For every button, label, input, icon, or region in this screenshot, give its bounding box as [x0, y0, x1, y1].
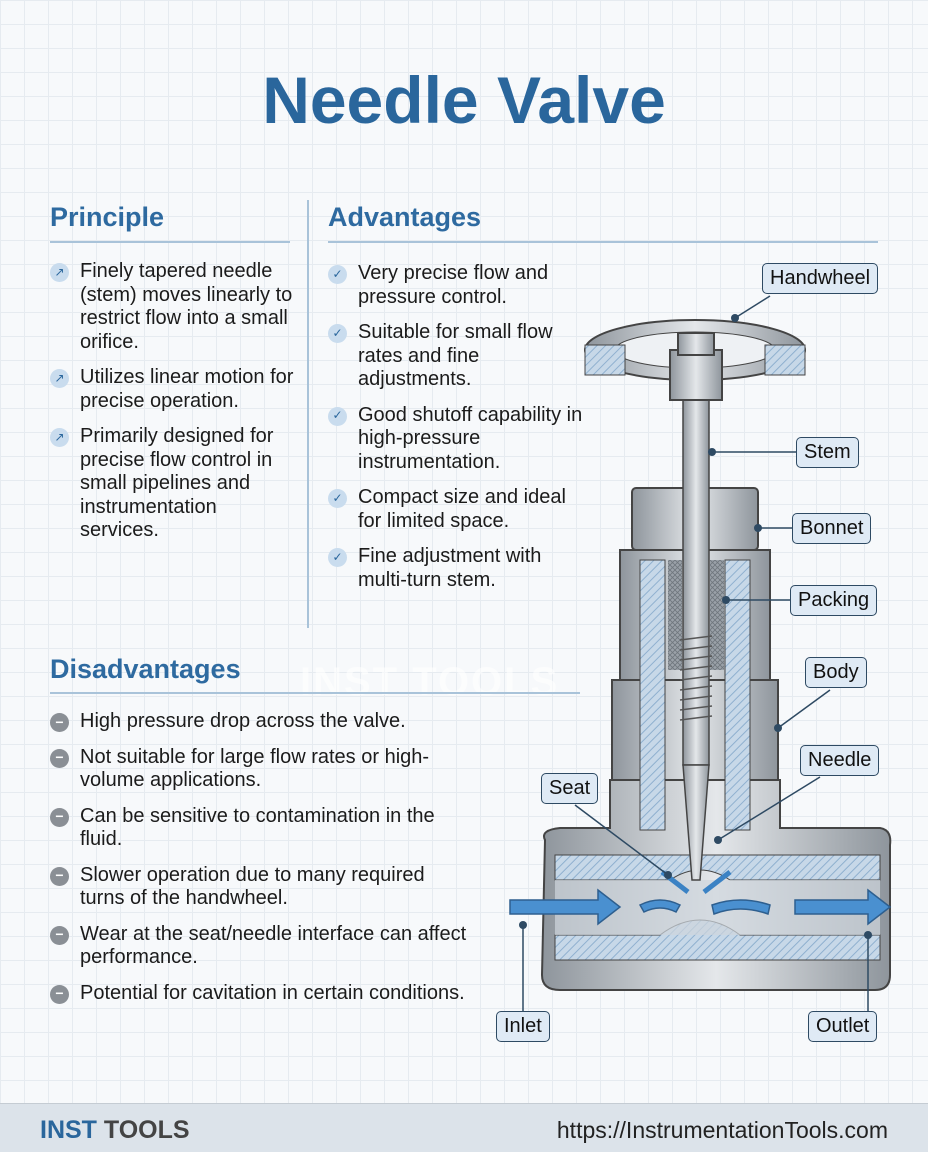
- check-icon: ✓: [328, 548, 347, 567]
- page-title: Needle Valve: [262, 63, 666, 137]
- list-item: ✓ Suitable for small flow rates and fine …: [328, 321, 593, 392]
- list-item: −Not suitable for large flow rates or hi…: [50, 746, 470, 793]
- item-text: Primarily designed for precise flow cont…: [80, 425, 274, 541]
- handwheel: [584, 319, 806, 401]
- label-needle: Needle: [800, 745, 880, 776]
- footer-url: https://InstrumentationTools.com: [556, 1117, 888, 1143]
- brand-tools: TOOLS: [103, 1116, 190, 1144]
- list-item: −High pressure drop across the valve.: [50, 710, 470, 734]
- item-text: Utilizes linear motion for precise opera…: [80, 366, 294, 412]
- item-text: Compact size and ideal for limited space…: [358, 486, 566, 532]
- label-outlet: Outlet: [808, 1011, 878, 1042]
- item-text: High pressure drop across the valve.: [80, 710, 406, 732]
- check-icon: ✓: [328, 406, 347, 426]
- item-text: Potential for cavitation in certain cond…: [80, 981, 465, 1004]
- brand-inst: INST: [40, 1116, 97, 1144]
- principle-heading: Principle: [50, 202, 165, 232]
- list-item: ✓ Very precise flow and pressure control.: [328, 262, 593, 309]
- minus-icon: −: [50, 807, 69, 827]
- advantages-list: ✓ Very precise flow and pressure control.…: [328, 262, 593, 604]
- item-text: Good shutoff capability in high-pressure…: [358, 403, 583, 473]
- label-bonnet: Bonnet: [792, 513, 872, 544]
- label-inlet: Inlet: [496, 1011, 550, 1042]
- item-text: Not suitable for large flow rates or hig…: [80, 745, 430, 792]
- label-seat: Seat: [541, 773, 599, 804]
- list-item: −Potential for cavitation in certain con…: [50, 982, 470, 1006]
- disadvantages-list: −High pressure drop across the valve. −N…: [50, 710, 470, 1017]
- list-item: ✓ Good shutoff capability in high-pressur…: [328, 404, 593, 475]
- minus-icon: −: [50, 748, 69, 768]
- item-text: Slower operation due to many required tu…: [80, 863, 425, 910]
- label-handwheel: Handwheel: [762, 263, 879, 294]
- list-item: ↗ Utilizes linear motion for precise oper…: [50, 366, 295, 413]
- list-item: ↗ Finely tapered needle (stem) moves line…: [50, 260, 295, 354]
- flow-arrows: [509, 888, 892, 926]
- label-stem: Stem: [796, 437, 859, 468]
- arrow-icon: ↗: [50, 428, 69, 447]
- footer-brand: INST TOOLS: [40, 1116, 190, 1145]
- column-divider: [307, 200, 309, 628]
- arrow-icon: ↗: [50, 263, 69, 282]
- check-icon: ✓: [328, 265, 347, 284]
- list-item: ✓ Compact size and ideal for limited spac…: [328, 486, 593, 533]
- item-text: Finely tapered needle (stem) moves linea…: [80, 260, 293, 353]
- needle-valve-diagram: [509, 295, 892, 1011]
- label-body: Body: [805, 657, 867, 688]
- leader-lines: [522, 295, 869, 1011]
- list-item: ↗ Primarily designed for precise flow con…: [50, 425, 295, 543]
- divider: [50, 241, 290, 243]
- arrow-icon: ↗: [50, 369, 69, 388]
- item-text: Suitable for small flow rates and fine a…: [358, 321, 553, 390]
- disadvantages-heading: Disadvantages: [50, 654, 241, 684]
- item-text: Fine adjustment with multi-turn stem.: [358, 545, 542, 591]
- list-item: ✓ Fine adjustment with multi-turn stem.: [328, 545, 593, 592]
- divider: [328, 241, 878, 243]
- label-packing: Packing: [790, 585, 878, 616]
- list-item: −Can be sensitive to contamination in th…: [50, 805, 470, 852]
- item-text: Very precise flow and pressure control.: [358, 262, 549, 308]
- divider: [50, 692, 580, 694]
- item-text: Wear at the seat/needle interface can af…: [80, 922, 467, 969]
- principle-list: ↗ Finely tapered needle (stem) moves line…: [50, 260, 295, 555]
- minus-icon: −: [50, 984, 69, 1004]
- watermark: INST TOOLS: [300, 660, 560, 704]
- minus-icon: −: [50, 925, 69, 945]
- list-item: −Slower operation due to many required t…: [50, 864, 470, 911]
- check-icon: ✓: [328, 489, 347, 508]
- advantages-heading: Advantages: [328, 202, 482, 232]
- list-item: −Wear at the seat/needle interface can a…: [50, 923, 470, 970]
- minus-icon: −: [50, 713, 69, 732]
- item-text: Can be sensitive to contamination in the…: [80, 804, 435, 851]
- needle: [682, 764, 710, 881]
- check-icon: ✓: [328, 324, 347, 343]
- minus-icon: −: [50, 866, 69, 886]
- footer: INST TOOLS https://InstrumentationTools.…: [0, 1103, 928, 1152]
